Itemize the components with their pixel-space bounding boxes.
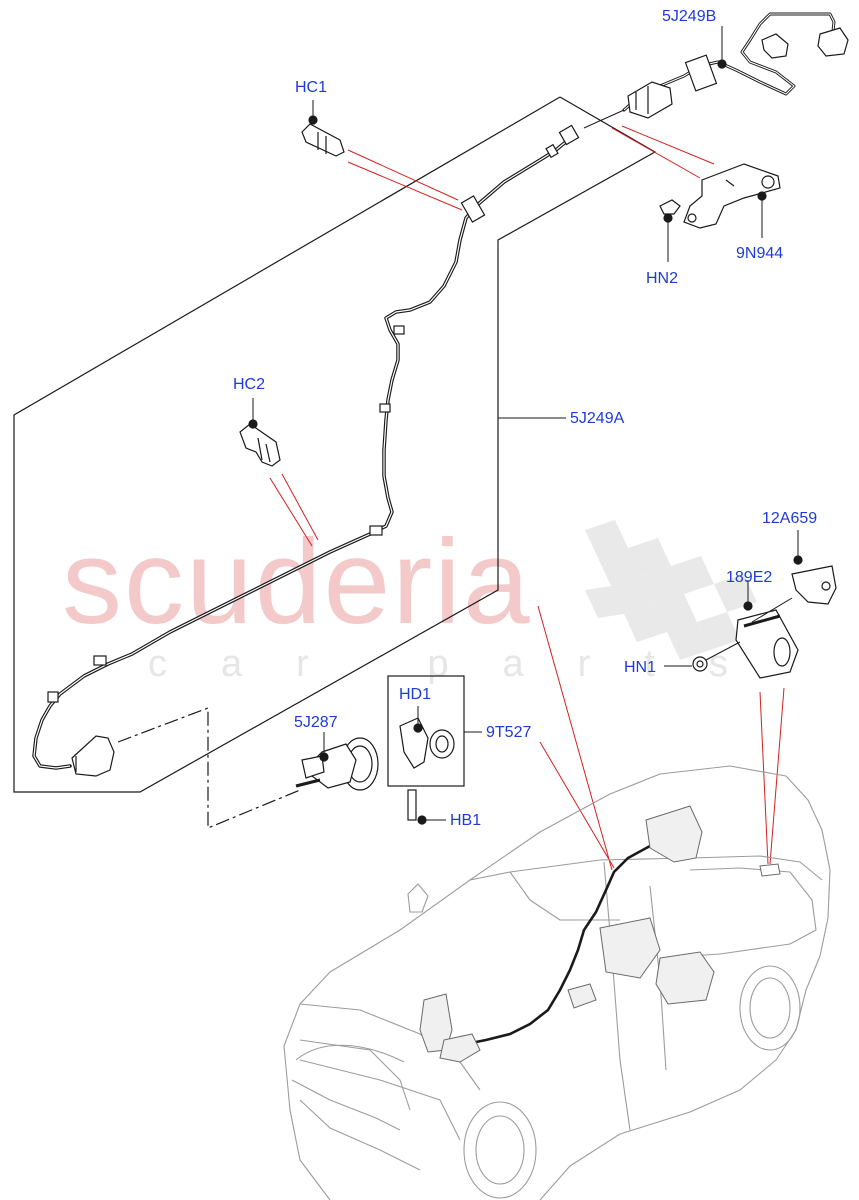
nut-hn2 bbox=[659, 199, 681, 223]
vehicle-outline bbox=[283, 765, 831, 1200]
red-leaders bbox=[269, 125, 785, 871]
clip-hc2 bbox=[239, 419, 281, 467]
callout-hc2: HC2 bbox=[233, 376, 266, 393]
callout-5j249b: 5J249B bbox=[662, 8, 717, 25]
vehicle-components bbox=[419, 805, 781, 1063]
callout-12a659: 12A659 bbox=[762, 510, 818, 527]
bracket-9n944 bbox=[683, 163, 781, 229]
dash-dot-connector bbox=[117, 707, 301, 829]
module-189e2 bbox=[735, 601, 799, 679]
callout-hc1: HC1 bbox=[295, 79, 328, 96]
callout-5j249a: 5J249A bbox=[570, 410, 625, 427]
kit-box-9t527 bbox=[387, 675, 465, 787]
bolt-hb1 bbox=[407, 789, 427, 825]
nut-hn1 bbox=[692, 656, 708, 672]
callout-hb1: HB1 bbox=[450, 812, 482, 829]
watermark-brand: scuderia bbox=[62, 515, 532, 649]
callout-9n944: 9N944 bbox=[736, 245, 784, 262]
callout-hn1: HN1 bbox=[624, 659, 657, 676]
switch-5j249b bbox=[627, 27, 849, 119]
clip-hc1 bbox=[301, 115, 345, 157]
cable-5j249a bbox=[32, 133, 576, 770]
clip-hd1 bbox=[399, 717, 455, 769]
watermark-sub: car parts bbox=[148, 643, 782, 685]
bracket-12a659 bbox=[791, 555, 837, 605]
callout-9t527: 9T527 bbox=[486, 724, 532, 741]
cable-fittings bbox=[47, 124, 580, 777]
callout-hd1: HD1 bbox=[399, 686, 432, 703]
callout-hn2: HN2 bbox=[646, 270, 679, 287]
checkered-flag-watermark bbox=[585, 520, 757, 660]
actuator-5j287 bbox=[295, 737, 379, 791]
callout-5j287: 5J287 bbox=[294, 714, 338, 731]
callout-189e2: 189E2 bbox=[726, 569, 773, 586]
assembly-outline bbox=[13, 96, 657, 793]
